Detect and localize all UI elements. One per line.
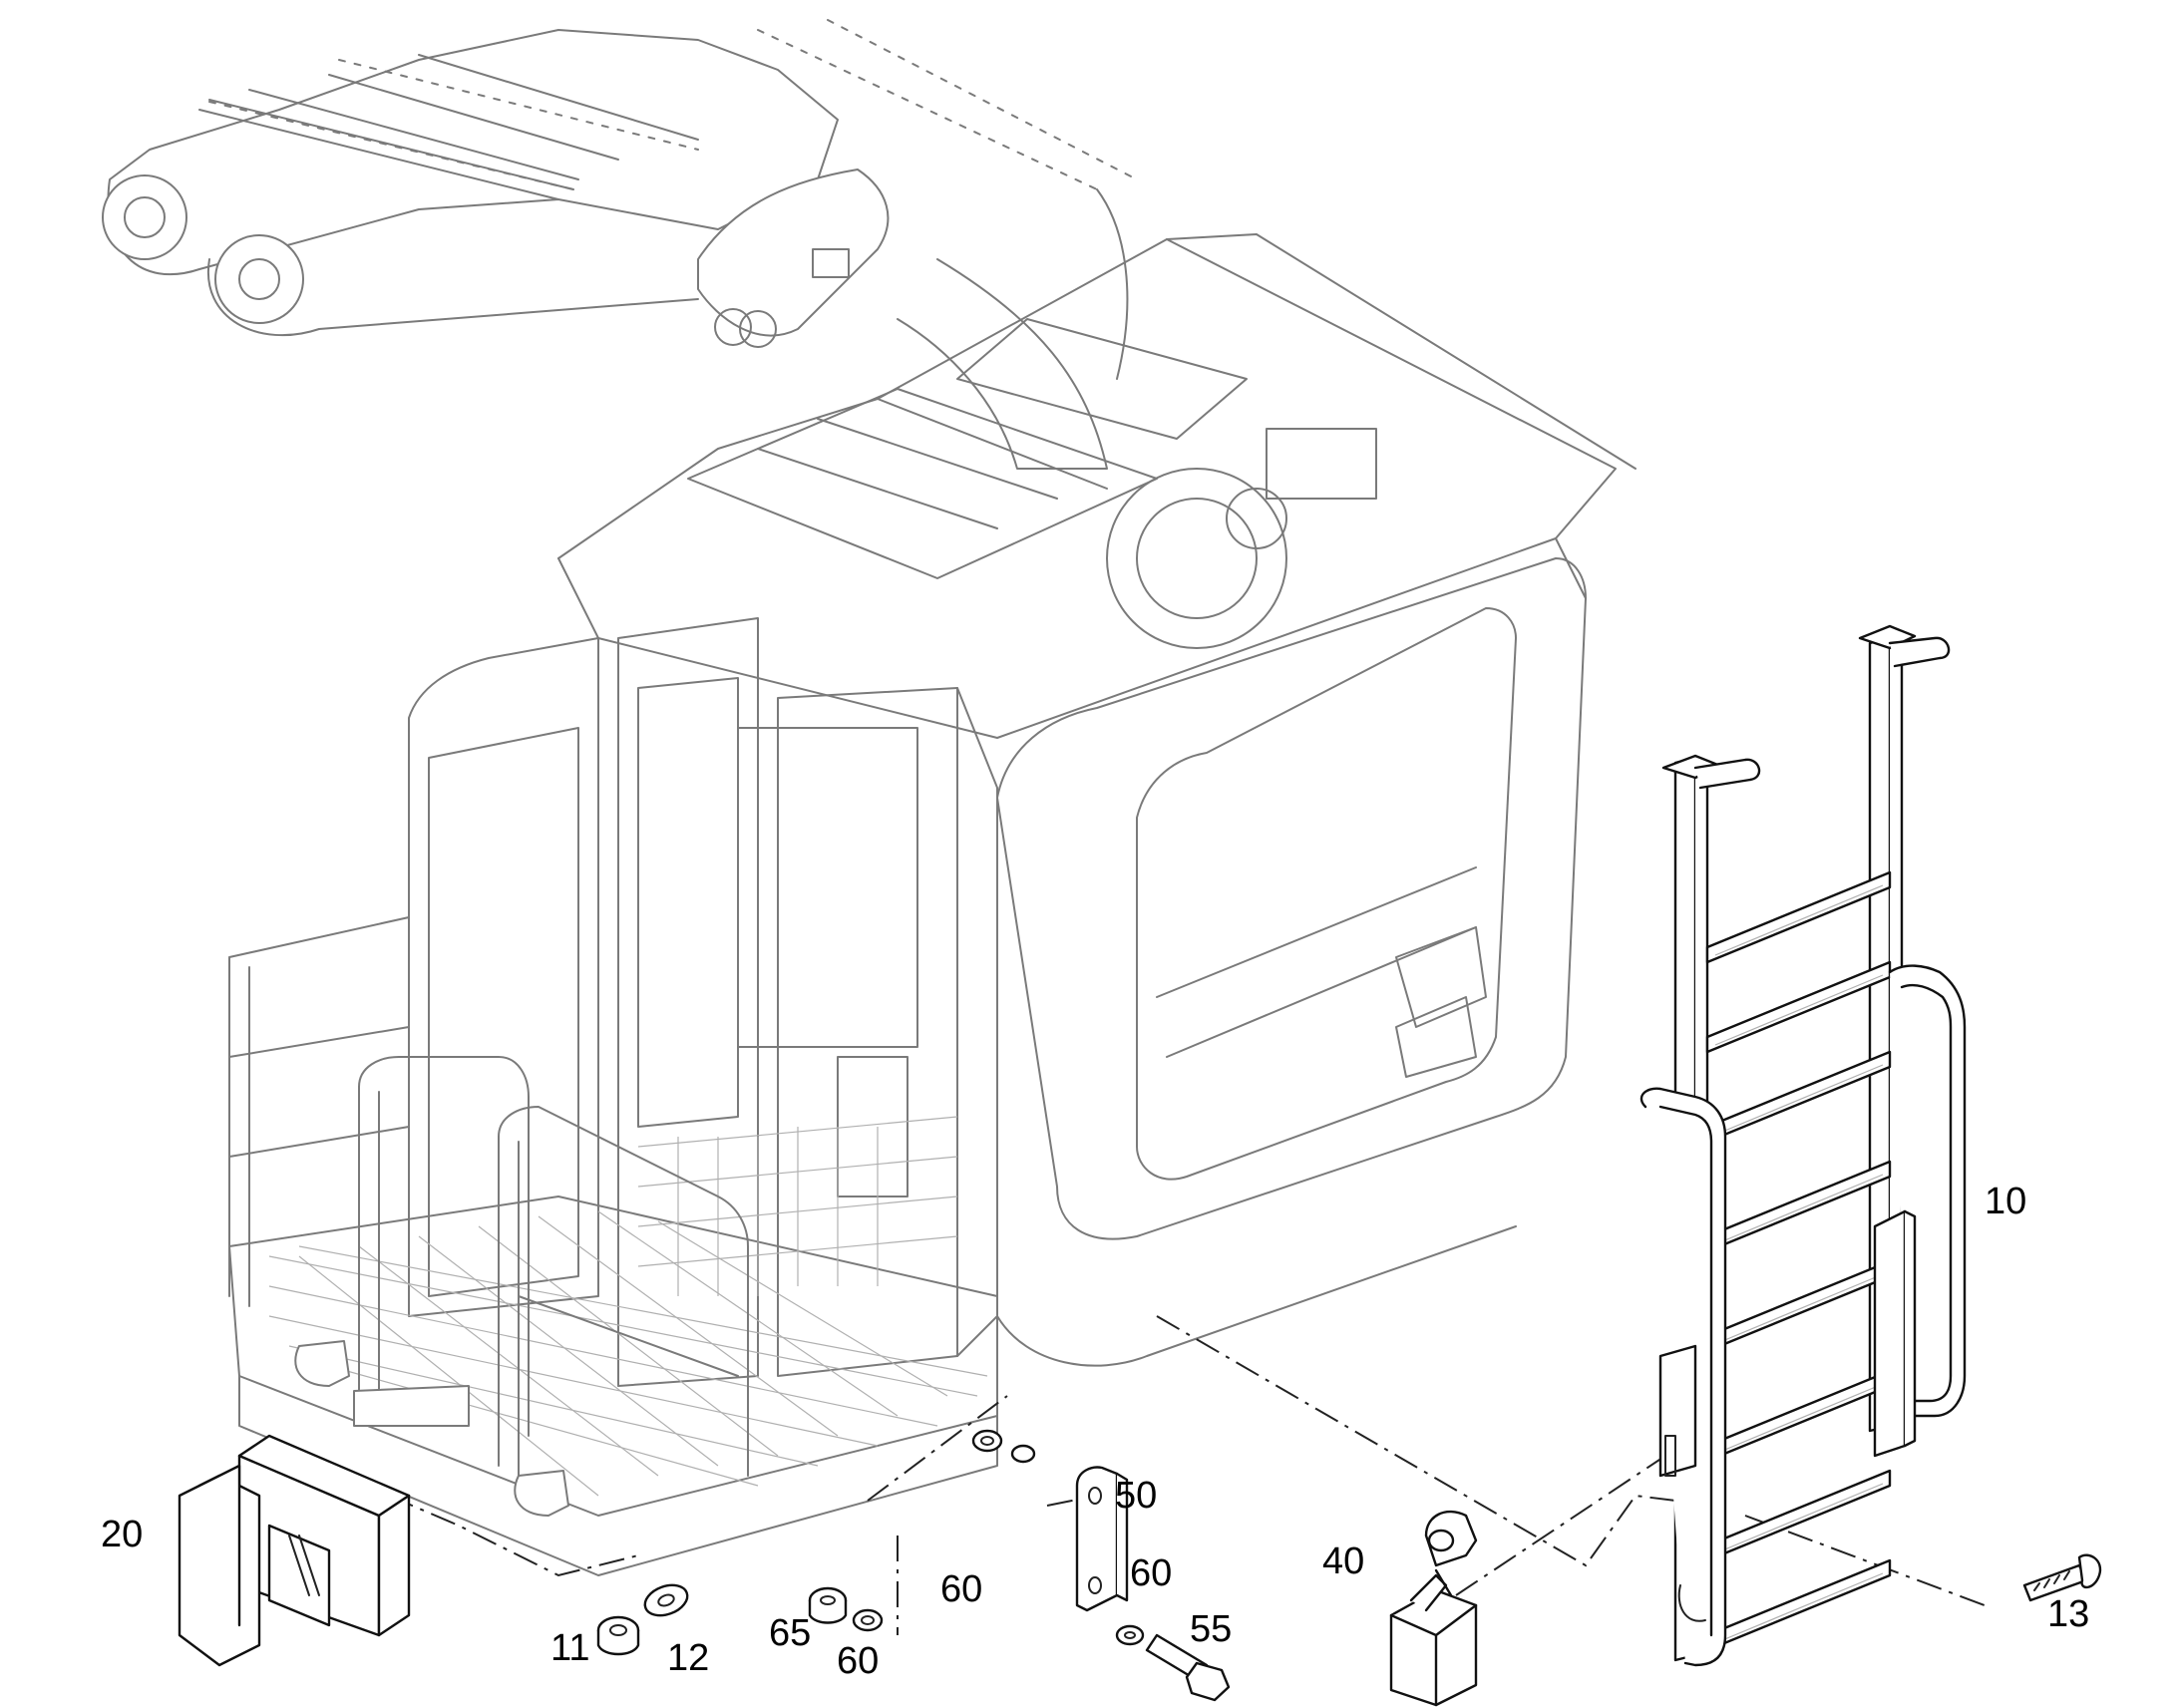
callout-60-bottom: 60 xyxy=(837,1640,879,1682)
part-10-ladder xyxy=(1639,624,1967,1667)
callout-20: 20 xyxy=(101,1514,143,1555)
part-60-washer-lower xyxy=(852,1608,884,1632)
part-60-washer-left xyxy=(971,1429,1036,1464)
callout-50: 50 xyxy=(1115,1475,1157,1517)
cab-body xyxy=(228,233,1636,1576)
part-40-switch xyxy=(1389,1510,1478,1707)
part-65-nut xyxy=(808,1586,848,1624)
part-55-bolt xyxy=(1145,1633,1231,1702)
callout-11: 11 xyxy=(550,1627,589,1669)
assembly-lines xyxy=(388,1315,1986,1635)
callout-10: 10 xyxy=(1985,1181,2026,1222)
part-11-nut xyxy=(596,1615,640,1656)
part-20-bracket xyxy=(178,1434,411,1667)
part-13-screw xyxy=(2022,1553,2102,1602)
callout-60-left: 60 xyxy=(940,1568,982,1610)
callout-13: 13 xyxy=(2047,1593,2089,1635)
boom-arm xyxy=(102,19,1138,470)
callout-65: 65 xyxy=(769,1612,811,1654)
callout-40: 40 xyxy=(1322,1540,1364,1582)
part-50-plate xyxy=(1075,1466,1129,1612)
part-60-washer-right xyxy=(1115,1624,1145,1646)
part-12-washer xyxy=(643,1583,689,1617)
callout-12: 12 xyxy=(667,1637,709,1679)
callout-60-right: 60 xyxy=(1130,1552,1172,1594)
callout-55: 55 xyxy=(1190,1608,1232,1650)
callout-labels: 10 11 12 13 20 40 50 55 60 60 60 65 xyxy=(101,1181,2089,1682)
